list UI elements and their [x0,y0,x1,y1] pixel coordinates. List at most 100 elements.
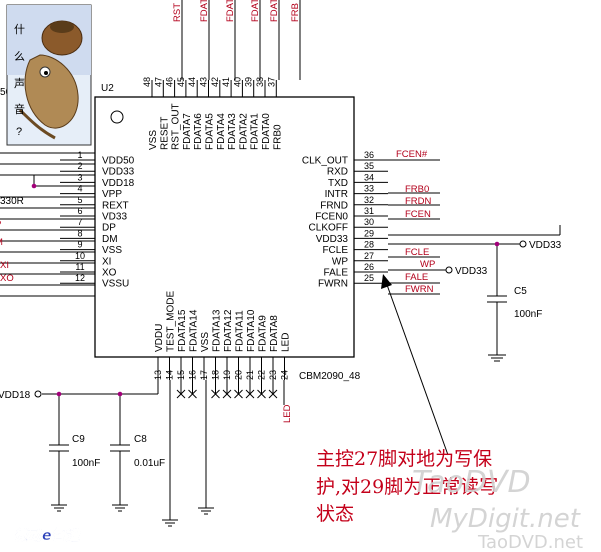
pin-number: 45 [176,77,186,87]
net-led: LED [282,404,293,423]
watermark-mydigit: MyDigit.net [430,504,581,534]
pin-number: 43 [199,77,209,87]
c9-value: 100nF [72,458,100,469]
net-fwrn: FWRN [405,284,434,295]
junction-dot [31,183,37,189]
pin-number: 38 [255,77,265,87]
net-330r: 330R [0,196,24,207]
right-net-lines [388,159,561,362]
pin-name: FDATA2 [238,113,249,150]
pin-name: FDATA3 [227,113,238,150]
pin-number: 32 [364,195,374,205]
net-p: P [0,219,1,230]
vdd33-port-b [445,266,453,274]
net-left-top-fragment: 50 [0,87,12,98]
pin-name: INTR [325,189,348,200]
pin-number: 3 [77,172,82,182]
pin-name: CLKOFF [309,223,348,234]
pin-name: FDATA12 [223,309,234,352]
pin-name: FDATA8 [269,315,280,352]
bottom-pins: 13VDDU14TEST_MODE15FDATA1516FDATA1417VSS… [153,291,292,380]
pin-name: VSS [148,130,159,150]
pin-name: FDATA9 [258,315,269,352]
pin-number: 25 [364,273,374,283]
pin-number: 19 [222,370,232,380]
annotation-line-3: 状态 [316,503,354,525]
annotation-arrow-head [381,274,392,289]
pin-number: 7 [77,217,82,227]
left-pins: 1VDD502VDD333VDD184VPP5REXT6VD337DP8DM9V… [60,150,135,290]
pin1-marker [110,110,124,124]
c8-ref: C8 [134,434,147,445]
pin-name: FDATA4 [216,113,227,150]
thumb-char-5: ? [16,126,22,138]
net-top-fdata-c: FDATA [250,0,261,22]
pin-name: FDATA14 [189,309,200,352]
no-connect-marks [176,380,278,399]
pin-number: 36 [364,150,374,160]
net-frb0: FRB0 [405,184,429,195]
pin-name: VDD50 [102,156,135,167]
pin-number: 42 [210,77,220,87]
net-m: M [0,237,3,248]
pin-name: LED [281,333,292,352]
c9-ref: C9 [72,434,85,445]
pin-name: DM [102,234,118,245]
pin-number: 18 [211,370,221,380]
pin-name: FDATA13 [212,309,223,352]
pin-name: FWRN [318,279,348,290]
net-wp: WP [420,259,435,270]
pin-name: FDATA6 [193,113,204,150]
vdd33-port-a [519,240,527,248]
net-top-fdata-d: FDATA [269,0,280,22]
left-nets [0,152,95,297]
watermark-taodvd: TaoDVD.net [477,532,583,552]
net-fcle: FCLE [405,247,429,258]
pin-name: FCLE [322,245,348,256]
pin-name: VDDU [154,324,165,352]
pin-number: 2 [77,161,82,171]
net-frdn: FRDN [405,196,432,207]
pin-name: RST_OUT [171,103,182,150]
thumb-char-3: 声 [14,76,25,90]
pin-name: CLK_OUT [302,156,348,167]
pin-number: 16 [188,370,198,380]
pin-name: FDATA0 [261,113,272,150]
pin-number: 34 [364,172,374,182]
junction-dot [117,391,123,397]
pin-name: VSSU [102,279,129,290]
net-top-fdata-b: FDATA [225,0,236,22]
pin-number: 46 [165,77,175,87]
bottom-net-lines [42,380,285,527]
pin-name: RESET [159,117,170,150]
net-fcen: FCEN [405,209,431,220]
c8-value: 0.01uF [134,458,165,469]
pin-name: FDATA15 [177,309,188,352]
pin-number: 28 [364,240,374,250]
pin-number: 39 [244,77,254,87]
pin-name: VSS [200,332,211,352]
pin-number: 24 [280,370,290,380]
vdd33-label-b: VDD33 [455,266,488,277]
pin-number: 9 [77,240,82,250]
net-top-frb: FRB [290,3,301,22]
thumb-char-4: 音 [14,102,25,116]
junction-dot [494,241,500,247]
net-fcen-hash: FCEN# [396,149,428,160]
pin-name: VSS [102,245,122,256]
pin-number: 15 [176,370,186,380]
pin-number: 11 [75,262,84,272]
pin-name: FALE [324,268,349,279]
pin-name: XO [102,268,117,279]
pin-name: WP [332,256,348,267]
c5-value: 100nF [514,309,542,320]
pin-number: 22 [257,370,267,380]
pin-number: 41 [221,77,231,87]
pin-name: VD33 [102,212,127,223]
vdd18-label: VDD18 [0,390,31,401]
pin-number: 35 [364,161,374,171]
pin-number: 10 [75,251,85,261]
